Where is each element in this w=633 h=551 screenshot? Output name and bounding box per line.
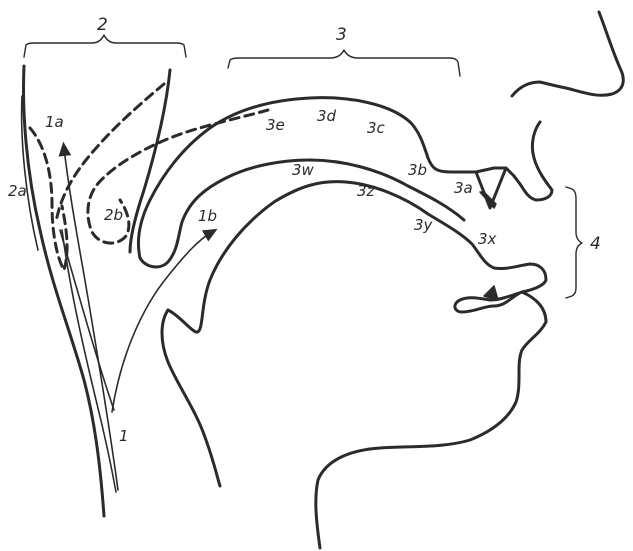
- bracket-3: [228, 50, 460, 76]
- trachea-left-wall: [62, 230, 116, 492]
- label-2b: 2b: [104, 206, 123, 224]
- bracket-4: [566, 187, 582, 298]
- label-3c: 3c: [367, 119, 386, 137]
- label-1a: 1a: [45, 113, 64, 131]
- label-group-4: 4: [590, 234, 601, 254]
- airflow-arrow-1a: [64, 148, 118, 490]
- label-3e: 3e: [266, 116, 285, 134]
- label-group-2: 2: [97, 15, 108, 35]
- label-group-3: 3: [336, 25, 347, 45]
- label-3y: 3y: [414, 216, 434, 234]
- label-3a: 3a: [454, 179, 473, 197]
- bracket-2: [24, 35, 186, 57]
- upper-lip-contour: [514, 122, 552, 200]
- lower-jaw-contour: [316, 292, 546, 548]
- throat-front-contour: [162, 310, 220, 486]
- label-3w: 3w: [292, 161, 315, 179]
- label-1: 1: [119, 427, 129, 445]
- label-3x: 3x: [478, 230, 497, 248]
- label-3z: 3z: [357, 182, 376, 200]
- label-3d: 3d: [317, 107, 337, 125]
- label-1b: 1b: [198, 207, 217, 225]
- upper-incisor-outline: [476, 168, 506, 208]
- nose-contour: [512, 12, 623, 96]
- trachea-right-wall: [60, 230, 114, 410]
- label-2a: 2a: [8, 182, 27, 200]
- label-3b: 3b: [408, 161, 427, 179]
